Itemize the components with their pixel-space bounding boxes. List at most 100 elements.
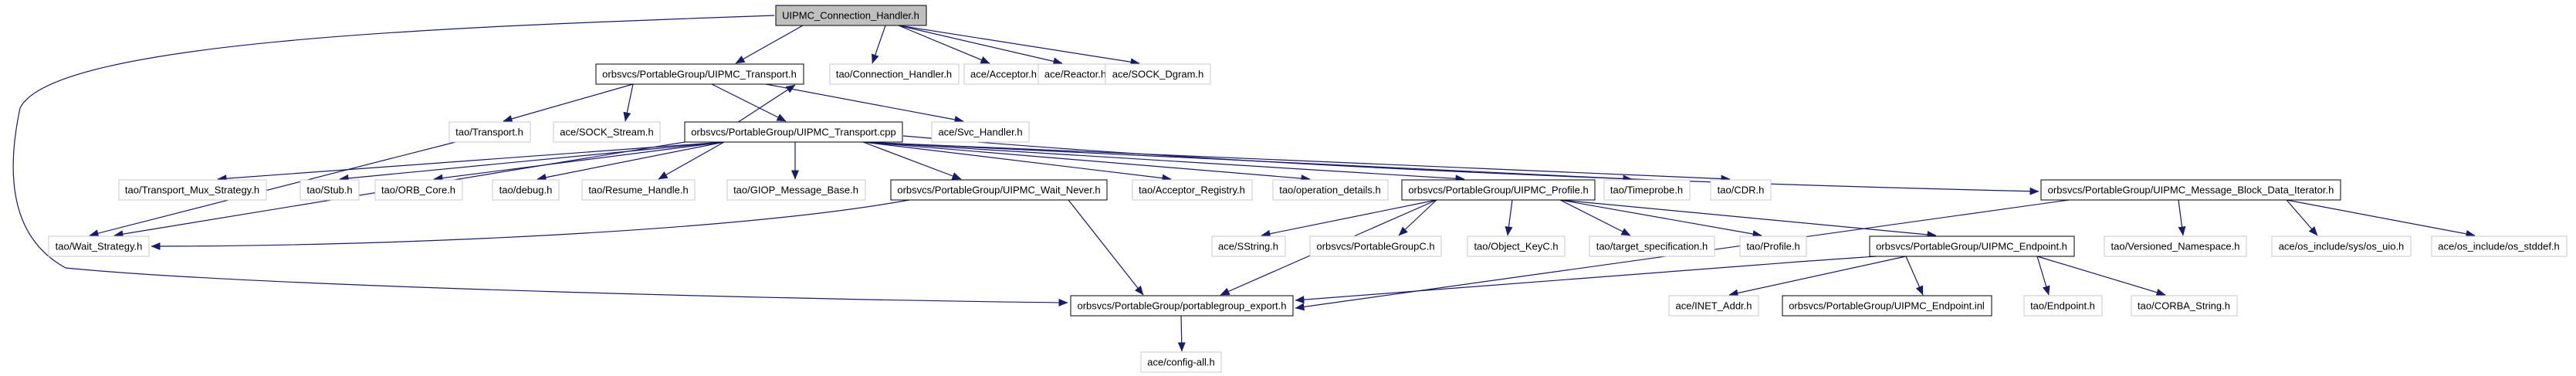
node-label: tao/Timeprobe.h [1610, 185, 1683, 196]
node-box [553, 121, 661, 143]
node-label: tao/Transport.h [455, 127, 523, 138]
node-box [2431, 235, 2568, 257]
edge-root-to-tao-connection-handler [872, 25, 886, 64]
node-box [1132, 179, 1253, 201]
node-box [374, 179, 463, 201]
node-box [1309, 235, 1442, 257]
node-tao-giop-message-base: tao/GIOP_Message_Base.h [726, 179, 866, 201]
edge-root-to-pg-export [12, 15, 1068, 307]
edge-uipmc-transport-cpp-to-tao-transport-mux-strategy [217, 141, 725, 183]
node-box [1869, 235, 2075, 257]
node-label: UIPMC_Connection_Handler.h [782, 10, 919, 22]
edge-uipmc-transport-h-to-uipmc-transport-cpp [711, 83, 787, 122]
node-box [492, 179, 560, 201]
edge-uipmc-transport-cpp-to-tao-operation-details [862, 141, 1311, 183]
edge-uipmc-endpoint-h-to-pg-export [1295, 256, 1877, 304]
node-label: orbsvcs/PortableGroup/UIPMC_Transport.h [602, 69, 797, 80]
edge-root-to-ace-sock-dgram [898, 25, 1140, 66]
edge-uipmc-profile-to-tao-object-keyc [1505, 199, 1513, 236]
node-box [963, 63, 1044, 85]
node-label: orbsvcs/PortableGroup/UIPMC_Profile.h [1408, 185, 1588, 196]
node-label: tao/GIOP_Message_Base.h [733, 185, 858, 196]
node-box [1105, 63, 1211, 85]
node-label: ace/config-all.h [1147, 357, 1214, 368]
node-box [1401, 179, 1596, 201]
node-label: tao/Endpoint.h [2030, 300, 2095, 312]
node-box [581, 179, 696, 201]
node-box [1038, 63, 1114, 85]
node-uipmc-transport-cpp[interactable]: orbsvcs/PortableGroup/UIPMC_Transport.cp… [684, 121, 903, 143]
node-box [1739, 235, 1807, 257]
node-label: tao/Connection_Handler.h [836, 69, 952, 80]
node-label: ace/INET_Addr.h [1676, 300, 1752, 312]
edge-uipmc-endpoint-h-to-ace-inet-addr [1728, 256, 1907, 297]
node-box [931, 121, 1030, 143]
node-label: orbsvcs/PortableGroup/UIPMC_Endpoint.h [1876, 241, 2067, 252]
node-tao-debug: tao/debug.h [492, 179, 560, 201]
node-label: orbsvcs/PortableGroupC.h [1316, 241, 1434, 252]
node-box [726, 179, 866, 201]
node-uipmc-mb-iterator[interactable]: orbsvcs/PortableGroup/UIPMC_Message_Bloc… [2040, 179, 2341, 201]
node-tao-acceptor-registry: tao/Acceptor_Registry.h [1132, 179, 1253, 201]
node-ace-os-uio: ace/os_include/sys/os_uio.h [2271, 235, 2412, 257]
edge-tao-transport-to-tao-wait-strategy [89, 141, 456, 238]
node-tao-endpoint: tao/Endpoint.h [2023, 295, 2103, 317]
node-tao-timeprobe: tao/Timeprobe.h [1603, 179, 1691, 201]
node-uipmc-endpoint-h[interactable]: orbsvcs/PortableGroup/UIPMC_Endpoint.h [1869, 235, 2075, 257]
edge-uipmc-transport-cpp-to-tao-debug [537, 141, 725, 181]
node-uipmc-transport-h[interactable]: orbsvcs/PortableGroup/UIPMC_Transport.h [595, 63, 804, 85]
node-box [118, 179, 267, 201]
node-ace-inet-addr: ace/INET_Addr.h [1668, 295, 1759, 317]
node-ace-reactor: ace/Reactor.h [1038, 63, 1114, 85]
node-box [1070, 295, 1294, 317]
node-label: ace/Reactor.h [1044, 69, 1106, 80]
node-portablegroupc: orbsvcs/PortableGroupC.h [1309, 235, 1442, 257]
node-tao-transport-mux-strategy: tao/Transport_Mux_Strategy.h [118, 179, 267, 201]
node-box [1140, 351, 1222, 373]
node-tao-transport: tao/Transport.h [449, 121, 531, 143]
node-tao-versioned-namespace: tao/Versioned_Namespace.h [2104, 235, 2247, 257]
node-label: ace/SString.h [1218, 241, 1278, 252]
edge-uipmc-transport-cpp-to-uipmc-wait-never [862, 141, 962, 180]
edge-uipmc-endpoint-h-to-tao-corba-string [2036, 256, 2166, 296]
node-box [775, 5, 927, 26]
node-box [300, 179, 360, 201]
node-tao-connection-handler: tao/Connection_Handler.h [829, 63, 960, 85]
node-ace-sstring: ace/SString.h [1211, 235, 1286, 257]
edge-uipmc-transport-cpp-to-tao-stub [339, 141, 725, 182]
node-label: ace/os_include/os_stddef.h [2438, 241, 2560, 252]
node-uipmc-profile[interactable]: orbsvcs/PortableGroup/UIPMC_Profile.h [1401, 179, 1596, 201]
edge-uipmc-mb-iterator-to-ace-os-stddef [2286, 199, 2476, 238]
nodes-layer: UIPMC_Connection_Handler.h orbsvcs/Portab… [48, 5, 2568, 373]
node-label: tao/Transport_Mux_Strategy.h [125, 185, 259, 196]
node-label: tao/Acceptor_Registry.h [1139, 185, 1245, 196]
node-box [2040, 179, 2341, 201]
node-label: orbsvcs/PortableGroup/UIPMC_Transport.cp… [691, 127, 895, 138]
node-label: tao/ORB_Core.h [381, 185, 455, 196]
node-uipmc-endpoint-inl[interactable]: orbsvcs/PortableGroup/UIPMC_Endpoint.inl [1782, 295, 1992, 317]
node-uipmc-wait-never[interactable]: orbsvcs/PortableGroup/UIPMC_Wait_Never.h [890, 179, 1108, 201]
edge-uipmc-profile-to-tao-profile [1559, 199, 1762, 238]
node-label: orbsvcs/PortableGroup/UIPMC_Endpoint.inl [1789, 300, 1985, 312]
node-box [1668, 295, 1759, 317]
node-label: ace/Acceptor.h [970, 69, 1037, 80]
node-tao-object-keyc: tao/Object_KeyC.h [1467, 235, 1566, 257]
node-label: tao/Stub.h [306, 185, 352, 196]
edge-uipmc-transport-cpp-to-uipmc-mb-iterator [902, 135, 2039, 195]
node-ace-acceptor: ace/Acceptor.h [963, 63, 1044, 85]
node-box [2271, 235, 2412, 257]
node-pg-export[interactable]: orbsvcs/PortableGroup/portablegroup_expo… [1070, 295, 1294, 317]
edge-uipmc-profile-to-uipmc-endpoint-h [1559, 199, 1937, 239]
node-box [1467, 235, 1566, 257]
node-label: ace/os_include/sys/os_uio.h [2279, 241, 2405, 252]
node-label: tao/Resume_Handle.h [588, 185, 688, 196]
node-label: tao/Profile.h [1746, 241, 1799, 252]
node-label: tao/Versioned_Namespace.h [2111, 241, 2240, 252]
node-box [2023, 295, 2103, 317]
edge-uipmc-mb-iterator-to-pg-export [1295, 199, 2070, 311]
edge-root-to-ace-reactor [898, 25, 1063, 66]
edge-uipmc-transport-cpp-to-tao-resume-handle [658, 141, 725, 180]
edge-uipmc-endpoint-h-to-tao-endpoint [2036, 256, 2050, 296]
edge-root-to-uipmc-transport-h [735, 25, 804, 64]
